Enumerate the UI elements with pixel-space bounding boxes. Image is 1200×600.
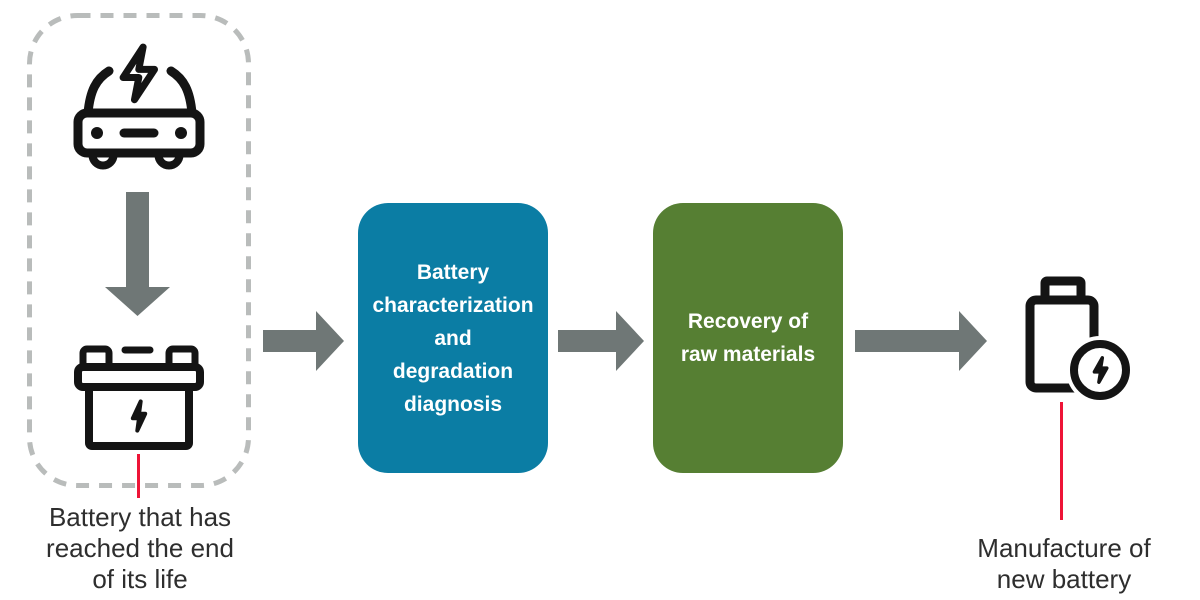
- box-text-line: Battery: [416, 260, 490, 284]
- end-of-life-label: Battery that has reached the end of its …: [10, 502, 270, 595]
- box-text-line: Recovery of: [687, 310, 809, 333]
- box-text-line: diagnosis: [403, 392, 503, 416]
- caption-line: new battery: [996, 564, 1132, 594]
- down-arrow-icon: [105, 192, 170, 316]
- box-text-line: characterization: [372, 293, 534, 317]
- flow-arrow-1: [263, 311, 344, 371]
- label-connector-line: [1060, 402, 1063, 520]
- label-connector-line: [137, 454, 140, 498]
- new-battery-icon: [1025, 276, 1134, 404]
- electric-car-icon: [73, 43, 205, 170]
- caption-line: Manufacture of: [977, 533, 1151, 563]
- caption-line: reached the end: [46, 533, 234, 563]
- box-text-line: raw materials: [680, 343, 816, 366]
- box-text-line: and: [434, 326, 472, 350]
- caption-line: of its life: [92, 564, 188, 594]
- process-box-recovery: Recovery of raw materials: [653, 203, 843, 473]
- flow-arrow-2: [558, 311, 644, 371]
- new-battery-label: Manufacture of new battery: [945, 533, 1183, 595]
- caption-line: Battery that has: [48, 502, 232, 532]
- process-box-characterization: Battery characterization and degradation…: [358, 203, 548, 473]
- flow-arrow-3: [855, 311, 987, 371]
- box-text-line: degradation: [392, 359, 514, 383]
- car-battery-icon: [74, 345, 204, 450]
